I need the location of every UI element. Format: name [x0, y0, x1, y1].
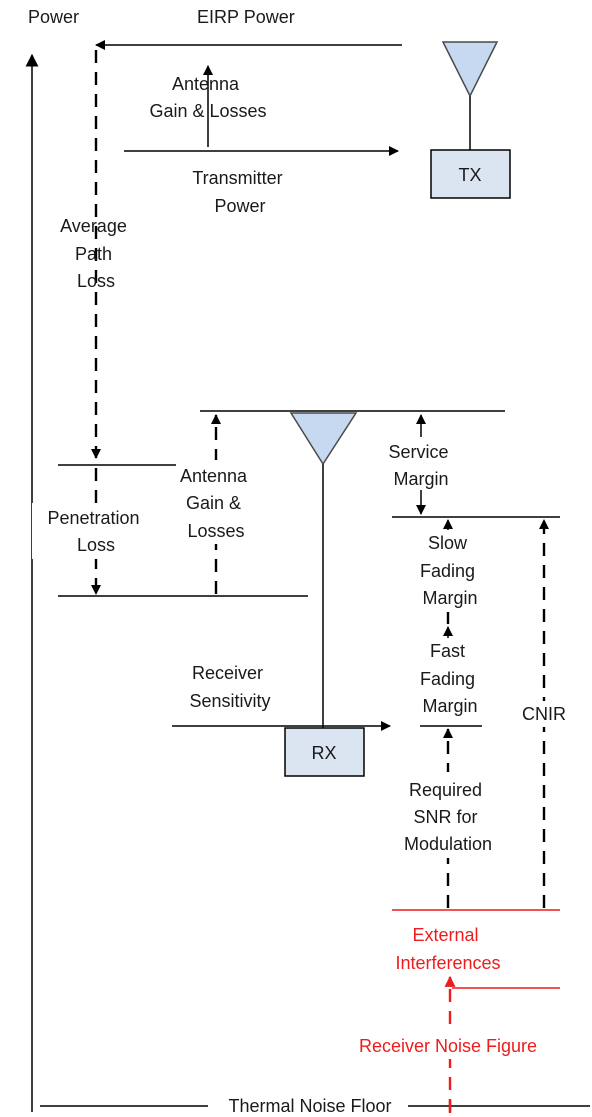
noise-figure-label-bg: [330, 1029, 570, 1059]
tx-antenna-icon: [441, 41, 499, 98]
cnir-label-bg: [512, 701, 572, 727]
rx-box-label: RX: [311, 743, 336, 763]
service-margin-label: Service Margin: [388, 442, 453, 489]
penetration-label-bg: [32, 503, 160, 559]
cnir-label: CNIR: [522, 704, 566, 724]
penetration-loss-label: Penetration Loss: [47, 508, 144, 555]
rx-antenna-gain-label-bg: [176, 460, 260, 544]
required-snr-label: Required SNR for Modulation: [404, 780, 492, 854]
external-interferences-label: External Interferences: [395, 925, 500, 973]
rx-antenna-gain-label: Antenna Gain & Losses: [180, 466, 252, 541]
receiver-noise-figure-label: Receiver Noise Figure: [359, 1036, 537, 1056]
rx-antenna-icon: [289, 412, 358, 466]
path-loss-label: Average Path Loss: [60, 216, 132, 291]
rx-sensitivity-label: Receiver Sensitivity: [189, 663, 270, 711]
required-snr-label-bg: [392, 772, 504, 858]
rx-box: [284, 727, 365, 777]
power-axis-label: Power: [28, 7, 79, 27]
fast-fading-label: Fast Fading Margin: [420, 641, 480, 716]
tx-box: [430, 149, 511, 199]
slow-fading-label: Slow Fading Margin: [420, 533, 480, 608]
tx-antenna-gain-label: Antenna Gain & Losses: [149, 74, 266, 121]
thermal-noise-floor-label: Thermal Noise Floor: [228, 1096, 391, 1116]
tx-power-label: Transmitter Power: [192, 168, 287, 216]
eirp-power-label: EIRP Power: [197, 7, 295, 27]
thermal-noise-label-bg: [208, 1094, 408, 1117]
tx-box-label: TX: [458, 165, 481, 185]
